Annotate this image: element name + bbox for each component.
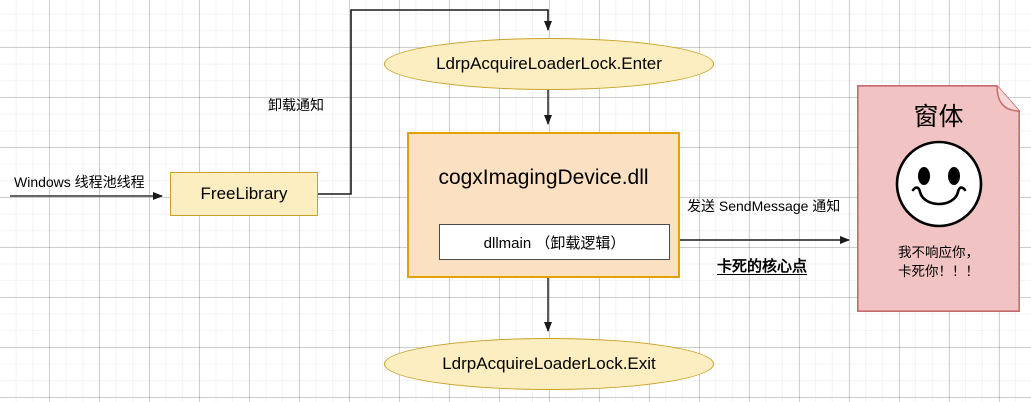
node-dllmain[interactable]: dllmain （卸载逻辑） bbox=[439, 224, 670, 260]
node-title: cogxImagingDevice.dll bbox=[438, 166, 649, 189]
node-window-note[interactable]: 窗体 我不响应你， 卡死你！！！ bbox=[857, 85, 1020, 312]
node-label: LdrpAcquireLoaderLock.Exit bbox=[442, 354, 656, 373]
note-title: 窗体 bbox=[913, 103, 964, 131]
edge-label-send-message: 发送 SendMessage 通知 bbox=[687, 198, 841, 214]
node-ldrp-acquire-loader-lock-exit[interactable]: LdrpAcquireLoaderLock.Exit bbox=[384, 338, 714, 390]
edge-label-thread-pool: Windows 线程池线程 bbox=[14, 174, 145, 190]
edge-label-core-point: 卡死的核心点 bbox=[717, 258, 808, 275]
node-label: dllmain （卸载逻辑） bbox=[483, 234, 626, 252]
note-text: 我不响应你， 卡死你！！！ bbox=[898, 245, 979, 279]
smiley-face-icon bbox=[895, 140, 983, 228]
node-label: LdrpAcquireLoaderLock.Enter bbox=[436, 54, 662, 73]
node-ldrp-acquire-loader-lock-enter[interactable]: LdrpAcquireLoaderLock.Enter bbox=[384, 38, 714, 90]
node-free-library[interactable]: FreeLibrary bbox=[170, 172, 318, 216]
edge-label-unload-notify: 卸载通知 bbox=[268, 97, 324, 113]
node-cogx-imaging-device-dll[interactable]: cogxImagingDevice.dll dllmain （卸载逻辑） bbox=[407, 132, 680, 278]
node-label: FreeLibrary bbox=[200, 184, 288, 203]
